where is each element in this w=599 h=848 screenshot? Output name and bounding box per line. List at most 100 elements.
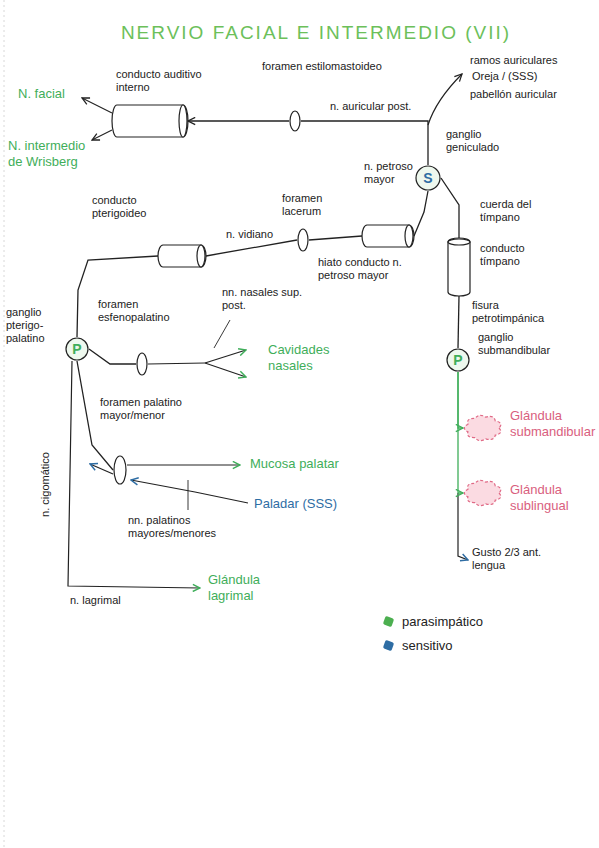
nerve-label: n. petroso mayor bbox=[364, 160, 414, 186]
shape-outline bbox=[447, 238, 471, 296]
annotation-label: N. facial bbox=[18, 86, 88, 102]
annotation-label: n. auricular post. bbox=[330, 100, 425, 113]
shape-outline bbox=[297, 228, 309, 252]
legend-swatch bbox=[383, 640, 395, 652]
annotation-label: Gusto 2/3 ant. lengua bbox=[472, 546, 547, 572]
conduit-cylinder: conducto auditivo interno bbox=[112, 104, 188, 138]
nerve-connector bbox=[309, 236, 362, 240]
ganglion-outline bbox=[447, 349, 469, 371]
cylinder-body bbox=[158, 245, 206, 267]
structure-label: hiato conducto n. petroso mayor bbox=[318, 256, 418, 282]
nerve-label: n. vidiano bbox=[226, 228, 296, 241]
annotation-label: n. cigomático bbox=[39, 440, 52, 530]
shape-outline bbox=[362, 224, 414, 248]
nerve-branch-line bbox=[127, 464, 240, 465]
gland-blob: Glándula sublingual bbox=[463, 478, 503, 508]
gland-blob: Glándula submandibular bbox=[463, 413, 503, 443]
foramen-outline bbox=[137, 353, 147, 375]
diagram-title: NERVIO FACIAL E INTERMEDIO (VII) bbox=[96, 22, 536, 44]
nerve-connector bbox=[301, 121, 428, 165]
foramen-outline bbox=[290, 111, 300, 131]
nerve-root-line bbox=[92, 130, 112, 140]
structure-label: foramen esfenopalatino bbox=[98, 298, 188, 324]
nerve-connector bbox=[77, 361, 113, 470]
ganglion-circle: Pganglio submandibular bbox=[446, 348, 470, 372]
legend-text: sensitivo bbox=[402, 638, 453, 653]
legend-swatch bbox=[383, 616, 395, 628]
gland-outline bbox=[464, 415, 501, 440]
structure-label: foramen lacerum bbox=[282, 192, 344, 218]
nerve-connector bbox=[458, 372, 463, 428]
foramen-outline bbox=[298, 229, 308, 251]
conduit-cylinder: conducto pterigoideo bbox=[158, 244, 206, 268]
legend-row: parasimpático bbox=[384, 614, 534, 630]
shape-outline bbox=[289, 110, 301, 132]
nerve-branch-line bbox=[428, 74, 462, 125]
ganglion-type-letter: P bbox=[446, 348, 470, 372]
ganglion-type-letter: P bbox=[65, 337, 89, 361]
nerve-label: fisura petrotimpánica bbox=[472, 299, 557, 325]
foramen-oval: foramen lacerum bbox=[297, 228, 309, 252]
foramen-outline bbox=[114, 456, 126, 484]
nerve-label: cuerda del tímpano bbox=[480, 198, 552, 224]
shape-outline bbox=[463, 478, 503, 508]
nerve-connector bbox=[414, 191, 428, 236]
nerve-branch-line bbox=[90, 464, 113, 474]
shape-outline bbox=[136, 352, 148, 376]
legend-row: sensitivo bbox=[384, 638, 534, 654]
cylinder-end bbox=[448, 239, 470, 245]
annotation-label: ramos auriculares bbox=[470, 54, 595, 67]
ganglion-type-letter: S bbox=[415, 165, 441, 191]
legend-text: parasimpático bbox=[402, 614, 483, 629]
leader-line bbox=[188, 480, 189, 510]
nerve-root-line bbox=[82, 98, 112, 113]
nerve-branch-line bbox=[68, 361, 200, 588]
conduit-cylinder: conducto tímpano bbox=[447, 238, 471, 296]
structure-label: ganglio submandibular bbox=[478, 331, 563, 357]
structure-label: Glándula submandibular bbox=[510, 408, 590, 440]
ganglion-outline bbox=[66, 338, 88, 360]
foramen-oval: foramen palatino mayor/menor bbox=[113, 455, 127, 485]
structure-label: foramen palatino mayor/menor bbox=[100, 396, 195, 422]
structure-label: conducto tímpano bbox=[480, 242, 550, 268]
shape-outline bbox=[158, 244, 206, 268]
gland-outline bbox=[464, 480, 501, 505]
structure-label: Glándula sublingual bbox=[510, 482, 590, 514]
annotation-label: Glándula lagrimal bbox=[208, 572, 288, 604]
ganglion-circle: Sganglio geniculado bbox=[415, 165, 441, 191]
cylinder-end bbox=[197, 245, 205, 267]
cylinder-body bbox=[362, 225, 414, 247]
structure-label: conducto pterigoideo bbox=[92, 194, 172, 220]
nerve-branch-line bbox=[205, 363, 246, 377]
annotation-label: Oreja / (SSS) bbox=[472, 70, 592, 83]
annotation-label: Mucosa palatar bbox=[250, 456, 370, 472]
nerve-connector bbox=[458, 372, 463, 493]
annotation-label: pabellón auricular bbox=[470, 88, 595, 101]
annotation-label: N. intermedio de Wrisberg bbox=[8, 138, 92, 170]
ganglion-outline bbox=[416, 166, 440, 190]
ganglion-circle: Pganglio pterigo-palatino bbox=[65, 337, 89, 361]
annotation-label: n. lagrimal bbox=[70, 594, 160, 607]
nerve-connector bbox=[89, 349, 136, 364]
annotation-label: Cavidades nasales bbox=[268, 342, 363, 374]
cylinder-body bbox=[112, 105, 188, 137]
conduit-cylinder: hiato conducto n. petroso mayor bbox=[362, 224, 414, 248]
structure-label: ganglio geniculado bbox=[446, 128, 536, 154]
nerve-branch-line bbox=[205, 350, 246, 363]
structure-label: conducto auditivo interno bbox=[116, 68, 221, 94]
margin-line bbox=[4, 0, 5, 848]
annotation-label: nn. palatinos mayores/menores bbox=[128, 514, 263, 540]
leader-line bbox=[214, 320, 230, 348]
shape-outline bbox=[112, 104, 188, 138]
structure-label: foramen estilomastoideo bbox=[262, 60, 397, 73]
nerve-connector bbox=[206, 240, 297, 256]
foramen-oval: foramen esfenopalatino bbox=[136, 352, 148, 376]
nerve-connector bbox=[458, 296, 459, 348]
nerve-branch-line bbox=[458, 493, 468, 560]
nerve-branch-line bbox=[148, 363, 205, 364]
annotation-label: Paladar (SSS) bbox=[254, 496, 374, 512]
nerve-connector bbox=[188, 120, 289, 121]
